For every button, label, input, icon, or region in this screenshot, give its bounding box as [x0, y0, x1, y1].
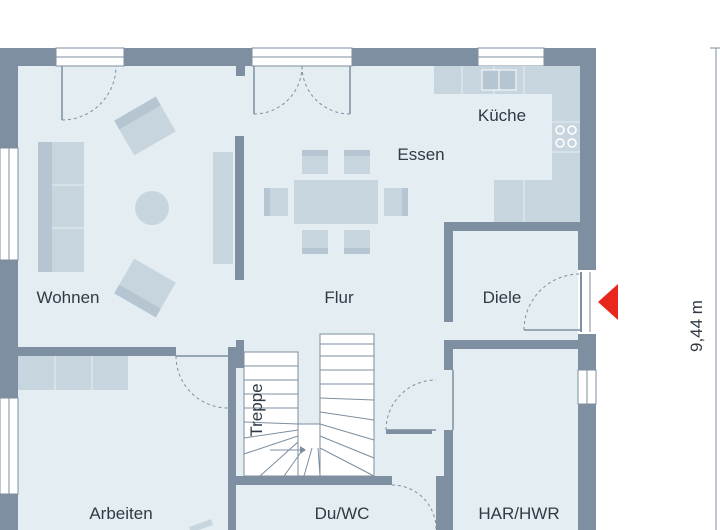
sideboard [213, 152, 233, 264]
room-label-kueche: Küche [478, 106, 526, 125]
cooktop-icon [555, 125, 577, 148]
wc-fixture [386, 430, 432, 434]
room-label-diele: Diele [483, 288, 522, 307]
room-label-treppe: Treppe [247, 383, 266, 436]
kitchen-counters [434, 66, 580, 222]
entrance-door [523, 270, 596, 334]
left-windows [0, 147, 19, 495]
room-label-arbeiten: Arbeiten [89, 504, 152, 523]
armchair-top [114, 96, 176, 156]
dimension-line [710, 47, 720, 530]
room-label-har-hwr: HAR/HWR [478, 504, 559, 523]
room-label-du-wc: Du/WC [315, 504, 370, 523]
interior-walls [18, 62, 580, 530]
dining-set [264, 150, 408, 254]
office-desk [18, 356, 128, 390]
coffee-table [135, 191, 169, 225]
armchair-bottom [114, 258, 176, 318]
staircase [243, 333, 375, 477]
room-label-essen: Essen [397, 145, 444, 164]
room-label-flur: Flur [324, 288, 354, 307]
stair-arrowhead-icon [300, 446, 306, 454]
right-window [577, 369, 597, 405]
room-label-wohnen: Wohnen [36, 288, 99, 307]
top-windows [55, 47, 545, 67]
living-furniture [38, 96, 233, 318]
entrance-arrow-icon [598, 284, 618, 320]
dimension-label-depth: 9,44 m [687, 300, 706, 352]
